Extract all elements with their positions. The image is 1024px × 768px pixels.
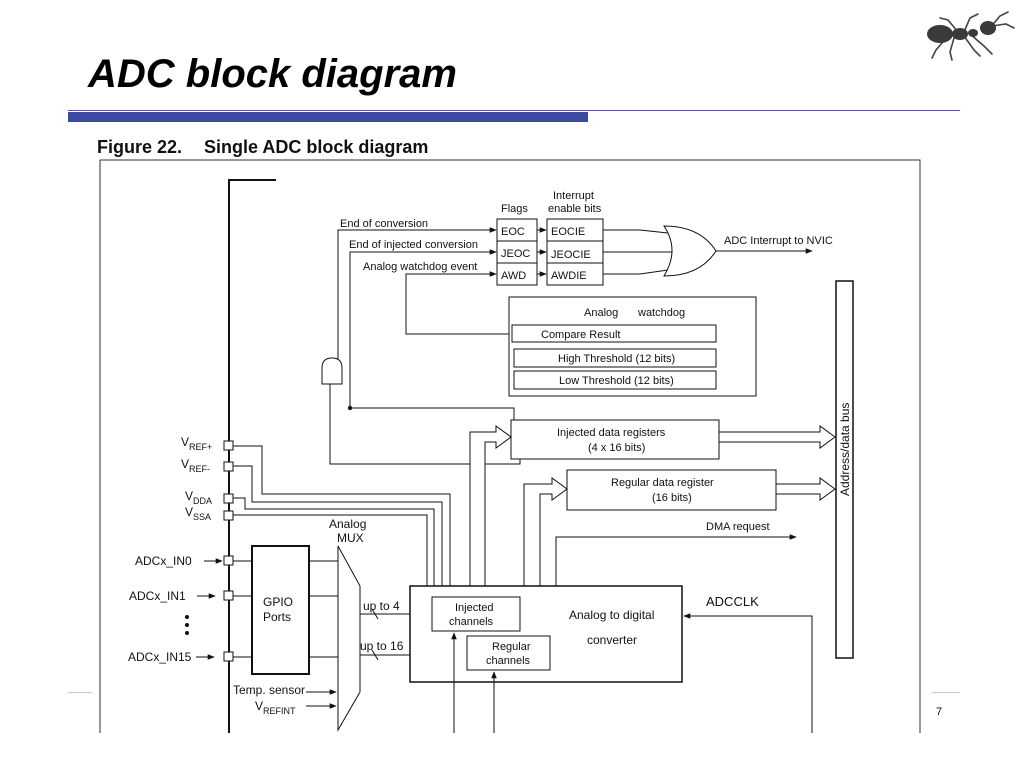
adc-interrupt-label: ADC Interrupt to NVIC [724, 235, 833, 247]
flag-eoc: EOC [501, 226, 525, 238]
flag-awd: AWD [501, 270, 526, 282]
injected-channels-block [431, 596, 521, 632]
page-number: 7 [936, 706, 943, 718]
input-ellipsis [185, 615, 189, 635]
figure-frame [99, 159, 921, 733]
slide-title: ADC block diagram [88, 52, 457, 96]
internal-bus-line [228, 179, 276, 733]
figure-number: Figure 22. [97, 137, 183, 157]
regular-channels-line2: channels [486, 655, 531, 667]
ant-logo [927, 11, 1015, 61]
input-adcx-in1: ADCx_IN1 [129, 589, 186, 603]
watchdog-title-b: watchdog [637, 307, 685, 319]
injected-registers-line1: Injected data registers [557, 427, 666, 439]
watchdog-high: High Threshold (12 bits) [558, 353, 675, 365]
regular-register-line2: (16 bits) [652, 492, 692, 504]
temp-sensor-label: Temp. sensor [233, 683, 305, 697]
watchdog-title-a: Analog [584, 307, 618, 319]
enable-jeocie: JEOCIE [551, 249, 591, 261]
vrefint-label: VREFINT [255, 699, 296, 716]
event-analog-watchdog: Analog watchdog event [363, 261, 477, 273]
mux-line1: Analog [329, 517, 366, 531]
regular-channels-block [466, 635, 551, 671]
analog-mux [337, 545, 361, 732]
flags-header: Flags [501, 203, 528, 215]
watchdog-compare: Compare Result [541, 329, 620, 341]
title-rule [68, 110, 960, 111]
enable-eocie: EOCIE [551, 226, 585, 238]
input-adcx-in0: ADCx_IN0 [135, 554, 192, 568]
enable-awdie: AWDIE [551, 270, 587, 282]
event-end-of-conversion: End of conversion [340, 218, 428, 230]
dma-request-label: DMA request [706, 521, 770, 533]
flag-jeoc: JEOC [501, 248, 530, 260]
interrupt-header-line1: Interrupt [553, 190, 594, 202]
regular-register-line1: Regular data register [611, 477, 714, 489]
interrupt-header-line2: enable bits [548, 203, 602, 215]
mux-line2: MUX [337, 531, 364, 545]
footer-rule-right [932, 692, 960, 693]
footer-rule-left [68, 692, 92, 693]
up-to-4-label: up to 4 [363, 599, 400, 613]
vssa-label: VSSA [185, 505, 211, 522]
address-bus-label: Address/data bus [838, 403, 852, 496]
figure-title: Single ADC block diagram [204, 137, 429, 157]
analog-watchdog-block [508, 296, 757, 397]
up-to-16-label: up to 16 [360, 639, 404, 653]
address-data-bus [835, 280, 854, 659]
gpio-line2: Ports [263, 610, 291, 624]
gpio-ports-block [251, 545, 310, 675]
converter-line2: converter [587, 633, 637, 647]
injected-channels-line1: Injected [455, 602, 494, 614]
regular-channels-line1: Regular [492, 641, 531, 653]
vref-minus-label: VREF- [181, 457, 210, 474]
vdda-label: VDDA [185, 489, 212, 506]
converter-line1: Analog to digital [569, 608, 654, 622]
watchdog-low: Low Threshold (12 bits) [559, 375, 674, 387]
adcclk-label: ADCCLK [706, 594, 759, 609]
trigger-and-gate [321, 357, 521, 465]
event-end-of-injected: End of injected conversion [349, 239, 478, 251]
title-accent-bar [68, 112, 588, 122]
vref-plus-label: VREF+ [181, 435, 212, 452]
interrupt-logic-gates [603, 225, 813, 277]
injected-registers-line2: (4 x 16 bits) [588, 442, 645, 454]
gpio-line1: GPIO [263, 595, 293, 609]
regular-data-register [566, 469, 777, 511]
figure-caption: Figure 22. Single ADC block diagram [97, 137, 428, 158]
flags-block [496, 218, 538, 286]
injected-channels-line2: channels [449, 616, 494, 628]
input-adcx-in15: ADCx_IN15 [128, 650, 192, 664]
